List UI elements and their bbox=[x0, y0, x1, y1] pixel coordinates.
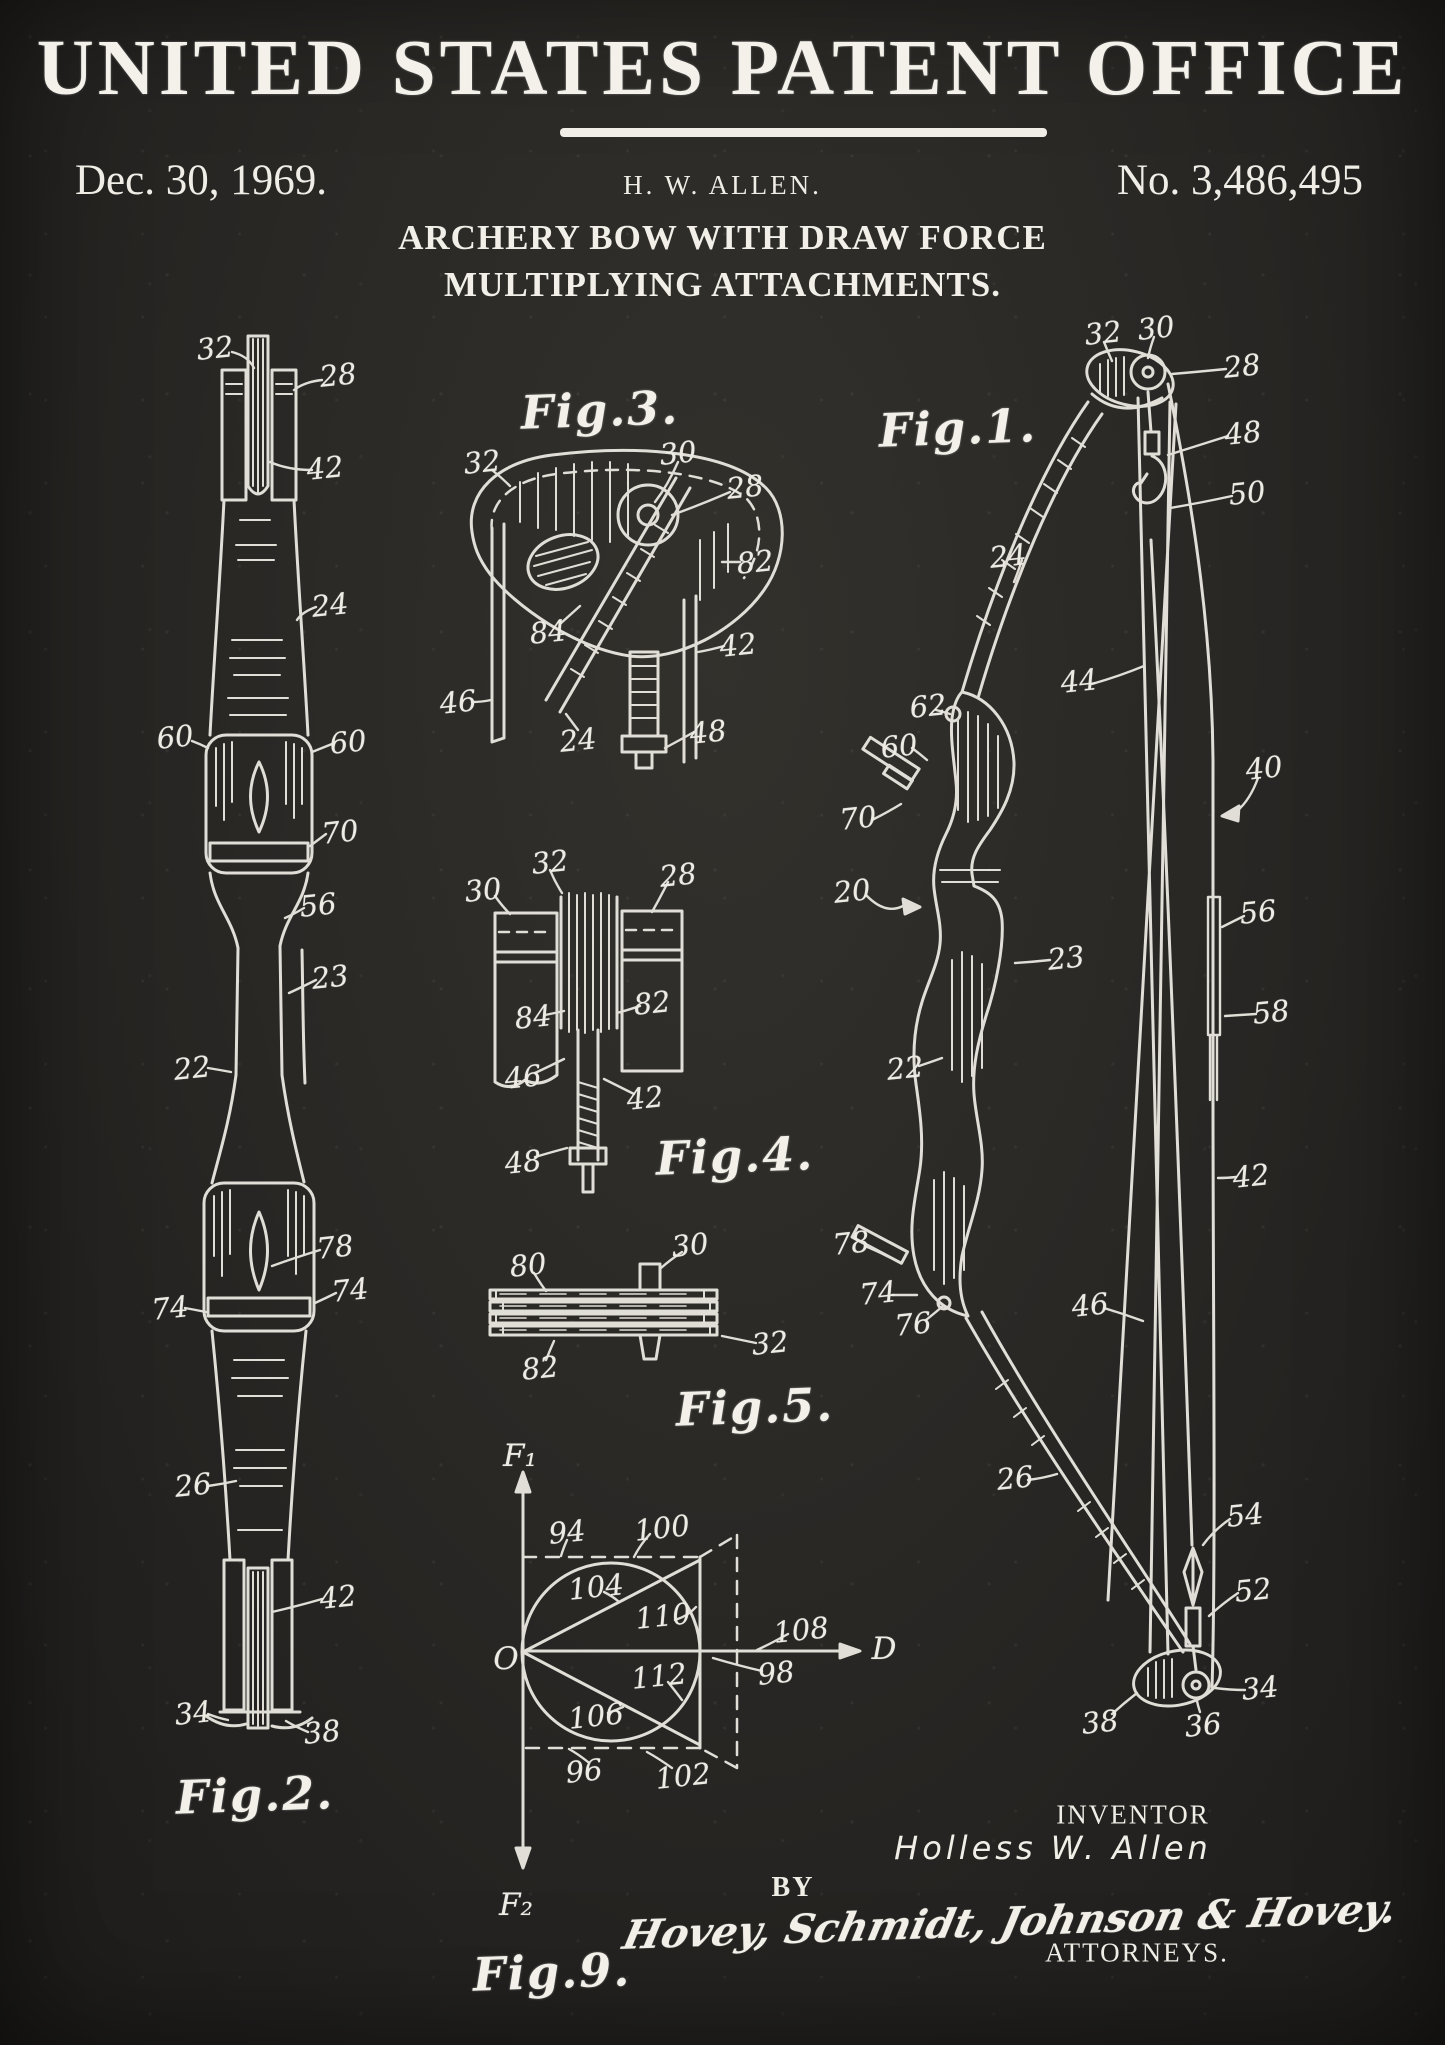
patent-number: No. 3,486,495 bbox=[1116, 157, 1363, 204]
inventor-signature: Holless W. Allen bbox=[894, 1829, 1212, 1867]
patent-date: Dec. 30, 1969. bbox=[75, 157, 327, 204]
page-title: UNITED STATES PATENT OFFICE bbox=[36, 25, 1409, 112]
invention-title-line1: ARCHERY BOW WITH DRAW FORCE bbox=[398, 218, 1047, 257]
fig3-drawing bbox=[469, 448, 784, 770]
attorneys-heading: ATTORNEYS. bbox=[1045, 1937, 1229, 1968]
fig3-caption: Fig.3. bbox=[519, 380, 681, 440]
title-divider bbox=[560, 128, 1047, 137]
invention-title-line2: MULTIPLYING ATTACHMENTS. bbox=[444, 265, 1001, 304]
fig9-drawing bbox=[514, 1470, 862, 1870]
fig5-caption: Fig.5. bbox=[674, 1377, 836, 1437]
inventor-abbrev: H. W. ALLEN. bbox=[623, 170, 822, 200]
inventor-heading: INVENTOR bbox=[1056, 1799, 1210, 1830]
fig4-drawing bbox=[493, 868, 684, 1194]
fig2-caption: Fig.2. bbox=[174, 1765, 336, 1825]
fig1-drawing bbox=[850, 335, 1260, 1716]
fig4-caption: Fig.4. bbox=[654, 1126, 816, 1186]
fig9-caption: Fig.9. bbox=[471, 1942, 633, 2002]
fig1-caption: Fig.1. bbox=[877, 398, 1039, 458]
by-label: BY bbox=[771, 1872, 815, 1903]
fig5-drawing bbox=[488, 1250, 758, 1362]
fig2-drawing bbox=[183, 334, 338, 1734]
